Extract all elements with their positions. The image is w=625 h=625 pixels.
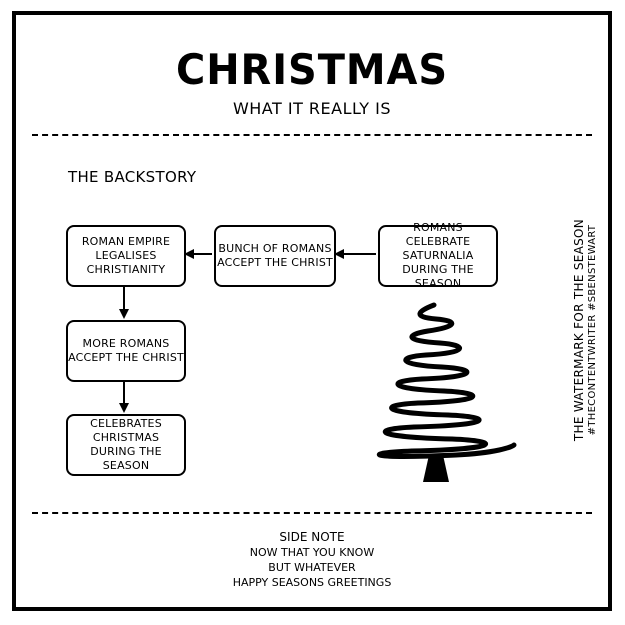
- flow-box-roman-empire-legalises: ROMAN EMPIRE LEGALISES CHRISTIANITY: [66, 225, 186, 287]
- tree-trunk: [423, 455, 449, 482]
- flow-box-celebrates-christmas: CELEBRATES CHRISTMAS DURING THE SEASON: [66, 414, 186, 476]
- tree-scribble: [377, 302, 517, 459]
- watermark-line-2: #THECONTENTWRITER #SBENSTEWART: [587, 224, 598, 436]
- side-note-title: SIDE NOTE: [279, 530, 345, 544]
- side-note: SIDE NOTE NOW THAT YOU KNOW BUT WHATEVER…: [16, 530, 608, 590]
- comic-frame: CHRISTMAS WHAT IT REALLY IS THE BACKSTOR…: [12, 11, 612, 611]
- flow-box-romans-celebrate-saturnalia: ROMANS CELEBRATE SATURNALIA DURING THE S…: [378, 221, 498, 290]
- side-note-line: HAPPY SEASONS GREETINGS: [232, 576, 392, 589]
- scribble-christmas-tree-icon: [377, 302, 517, 482]
- watermark: THE WATERMARK FOR THE SEASON #THECONTENT…: [572, 200, 599, 460]
- watermark-line-1: THE WATERMARK FOR THE SEASON: [572, 218, 586, 442]
- top-divider: [32, 134, 592, 136]
- bottom-divider: [32, 512, 592, 514]
- flow-box-more-romans: MORE ROMANS ACCEPT THE CHRIST: [66, 320, 186, 382]
- side-note-line: NOW THAT YOU KNOW: [249, 546, 375, 559]
- page-subtitle: WHAT IT REALLY IS: [232, 99, 392, 118]
- section-heading: THE BACKSTORY: [68, 168, 197, 186]
- flow-connectors: [119, 249, 517, 482]
- flow-box-bunch-of-romans: BUNCH OF ROMANS ACCEPT THE CHRIST: [214, 225, 336, 287]
- side-note-line: BUT WHATEVER: [268, 561, 356, 574]
- page-title: CHRISTMAS: [175, 45, 449, 94]
